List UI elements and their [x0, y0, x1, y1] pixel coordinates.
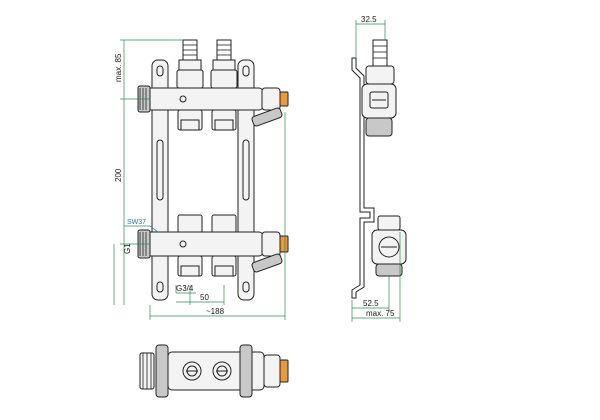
dim-g34: G3/4	[176, 284, 194, 293]
dim-32-5: 32.5	[361, 15, 377, 24]
dim-sw37: SW37	[127, 219, 146, 226]
dim-g1: G1	[123, 243, 132, 254]
dim-52-5: 52.5	[363, 299, 379, 308]
front-view: max. 85 200 SW37 G1 G3/4 50 ~188	[113, 39, 289, 320]
dim-max-85: max. 85	[114, 53, 123, 82]
lower-manifold-bar	[137, 214, 289, 277]
dim-188: ~188	[206, 307, 225, 316]
side-view	[351, 20, 407, 322]
dim-max-75: max. 75	[366, 309, 395, 318]
top-view	[139, 344, 289, 398]
upper-manifold-bar	[137, 39, 289, 131]
dim-50: 50	[200, 293, 209, 302]
dim-200: 200	[114, 168, 123, 182]
front-dimensions	[113, 39, 286, 320]
